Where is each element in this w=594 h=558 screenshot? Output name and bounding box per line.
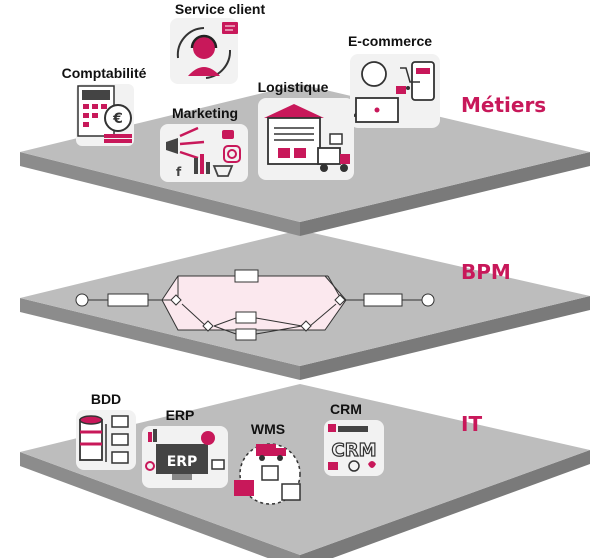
wms-label: WMS [251,421,285,437]
calculator-euro-icon: € [76,84,134,146]
bdd-item: BDD [76,391,136,470]
marketing-item: Marketing f [160,105,248,182]
bpm-task [234,269,259,283]
bpm-task [235,328,257,341]
bpm-process-diagram [75,269,435,341]
megaphone-social-icon: f [160,124,248,182]
database-folders-icon [76,410,136,470]
warehouse-boxes-icon [234,443,301,505]
bpm-gateway [202,320,214,332]
layer-label-it: IT [461,412,482,436]
layer-label-metiers: Métiers [461,93,546,117]
bpm-gateway [334,294,346,306]
ecommerce-item: E-commerce [348,33,440,128]
bpm-task [107,293,149,307]
bpm-task [235,311,257,324]
bdd-label: BDD [91,391,121,407]
crm-item: CRM CRM [324,401,384,476]
comptabilite-item: Comptabilité € [62,65,147,146]
ecommerce-user-icon [350,54,440,128]
headset-agent-icon [170,18,238,84]
crm-logo-icon: CRM [324,420,384,476]
wms-item: WMS [234,421,301,505]
crm-label: CRM [330,401,362,417]
erp-computer-icon: ERP [142,426,228,488]
bpm-gateway [170,294,182,306]
bpm-start-event [75,293,89,307]
svg-text:€: € [112,111,123,127]
erp-screen-text: ERP [167,454,198,470]
ecommerce-label: E-commerce [348,33,432,49]
bpm-gateway [300,320,312,332]
erp-label: ERP [166,407,195,423]
service-client-label: Service client [175,1,266,17]
crm-logo-text: CRM [332,440,377,461]
bpm-task [363,293,403,307]
erp-item: ERP ERP [142,407,228,488]
layer-label-bpm: BPM [461,260,511,284]
logistique-label: Logistique [258,79,329,95]
warehouse-truck-icon [258,98,354,180]
svg-text:f: f [176,165,182,179]
marketing-label: Marketing [172,105,238,121]
logistique-item: Logistique [258,79,354,180]
bpm-end-event [421,293,435,307]
comptabilite-label: Comptabilité [62,65,147,81]
service-client-item: Service client [170,1,265,84]
